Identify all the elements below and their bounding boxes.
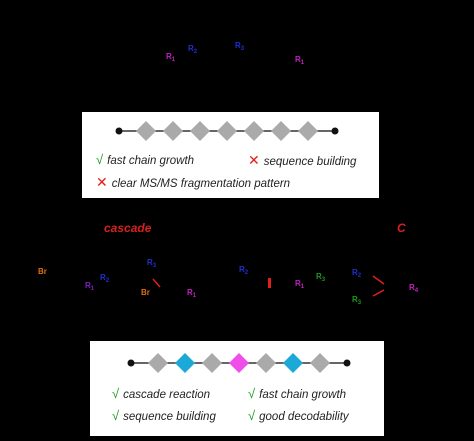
c-label: C — [397, 221, 406, 235]
top-row-1: √fast chain growth — [96, 153, 194, 168]
bottom-row-4-text: good decodability — [259, 411, 349, 423]
middle-substituent-label: R4 — [409, 283, 419, 295]
cross-icon: ✕ — [248, 152, 260, 168]
top-row-3: ✕clear MS/MS fragmentation pattern — [96, 175, 290, 191]
chain-unit-cyan — [175, 353, 195, 373]
check-icon: √ — [112, 408, 120, 423]
chain-end-dot — [127, 359, 135, 367]
middle-substituent-label: Br — [141, 288, 150, 297]
bottom-comparison-panel: √cascade reaction √fast chain growth √se… — [90, 341, 384, 436]
middle-substituent-label: Br — [38, 267, 47, 276]
chain-unit-gray — [271, 121, 291, 141]
top-substituent-label: R2 — [188, 44, 198, 56]
middle-substituent-label: R3 — [147, 258, 157, 270]
middle-substituent-label: R2 — [352, 268, 362, 280]
chain-unit-gray — [202, 353, 222, 373]
top-substituent-label: R3 — [235, 41, 245, 53]
chain-end-dot — [115, 127, 123, 135]
top-substituent-label: R1 — [166, 52, 176, 64]
middle-substituent-label: R1 — [187, 288, 197, 300]
chain-end-dot — [343, 359, 351, 367]
chain-unit-gray — [256, 353, 276, 373]
bottom-chain-diagram — [127, 353, 351, 373]
red-arc-mark — [372, 289, 385, 297]
chain-unit-cyan — [283, 353, 303, 373]
middle-substituent-label: R3 — [316, 272, 326, 284]
top-row-1-text: fast chain growth — [107, 155, 195, 167]
bottom-row-3-text: sequence building — [123, 411, 216, 423]
middle-substituent-label: R1 — [295, 279, 305, 291]
bottom-row-4: √good decodability — [248, 409, 349, 424]
middle-substituent-label: R2 — [239, 265, 249, 277]
chain-end-dot — [331, 127, 339, 135]
bottom-row-1-text: cascade reaction — [123, 389, 211, 401]
bottom-row-2-text: fast chain growth — [259, 389, 347, 401]
middle-substituent-label: R1 — [85, 281, 95, 293]
chain-unit-gray — [190, 121, 210, 141]
chain-unit-gray — [310, 353, 330, 373]
chain-unit-gray — [163, 121, 183, 141]
cross-icon: ✕ — [96, 174, 108, 190]
top-chain-diagram — [115, 121, 339, 141]
top-substituent-label: R1 — [295, 55, 305, 67]
red-arc-mark — [372, 275, 385, 285]
cascade-label: cascade — [104, 221, 152, 235]
chain-unit-gray — [244, 121, 264, 141]
check-icon: √ — [96, 152, 104, 167]
red-bond-mark — [152, 278, 161, 288]
chain-unit-gray — [136, 121, 156, 141]
top-row-2-text: sequence building — [263, 156, 357, 168]
top-row-3-text: clear MS/MS fragmentation pattern — [111, 178, 291, 190]
check-icon: √ — [112, 386, 120, 401]
bottom-row-2: √fast chain growth — [248, 387, 346, 402]
chain-unit-magenta — [229, 353, 249, 373]
top-row-2: ✕sequence building — [248, 153, 356, 169]
top-comparison-panel: √fast chain growth ✕sequence building ✕c… — [82, 112, 379, 198]
check-icon: √ — [248, 408, 256, 423]
chain-unit-gray — [148, 353, 168, 373]
red-bar-mark — [268, 278, 271, 288]
middle-substituent-label: R2 — [100, 273, 110, 285]
check-icon: √ — [248, 386, 256, 401]
chain-unit-gray — [217, 121, 237, 141]
bottom-row-1: √cascade reaction — [112, 387, 210, 402]
bottom-row-3: √sequence building — [112, 409, 216, 424]
middle-substituent-label: R3 — [352, 295, 362, 307]
chain-unit-gray — [298, 121, 318, 141]
